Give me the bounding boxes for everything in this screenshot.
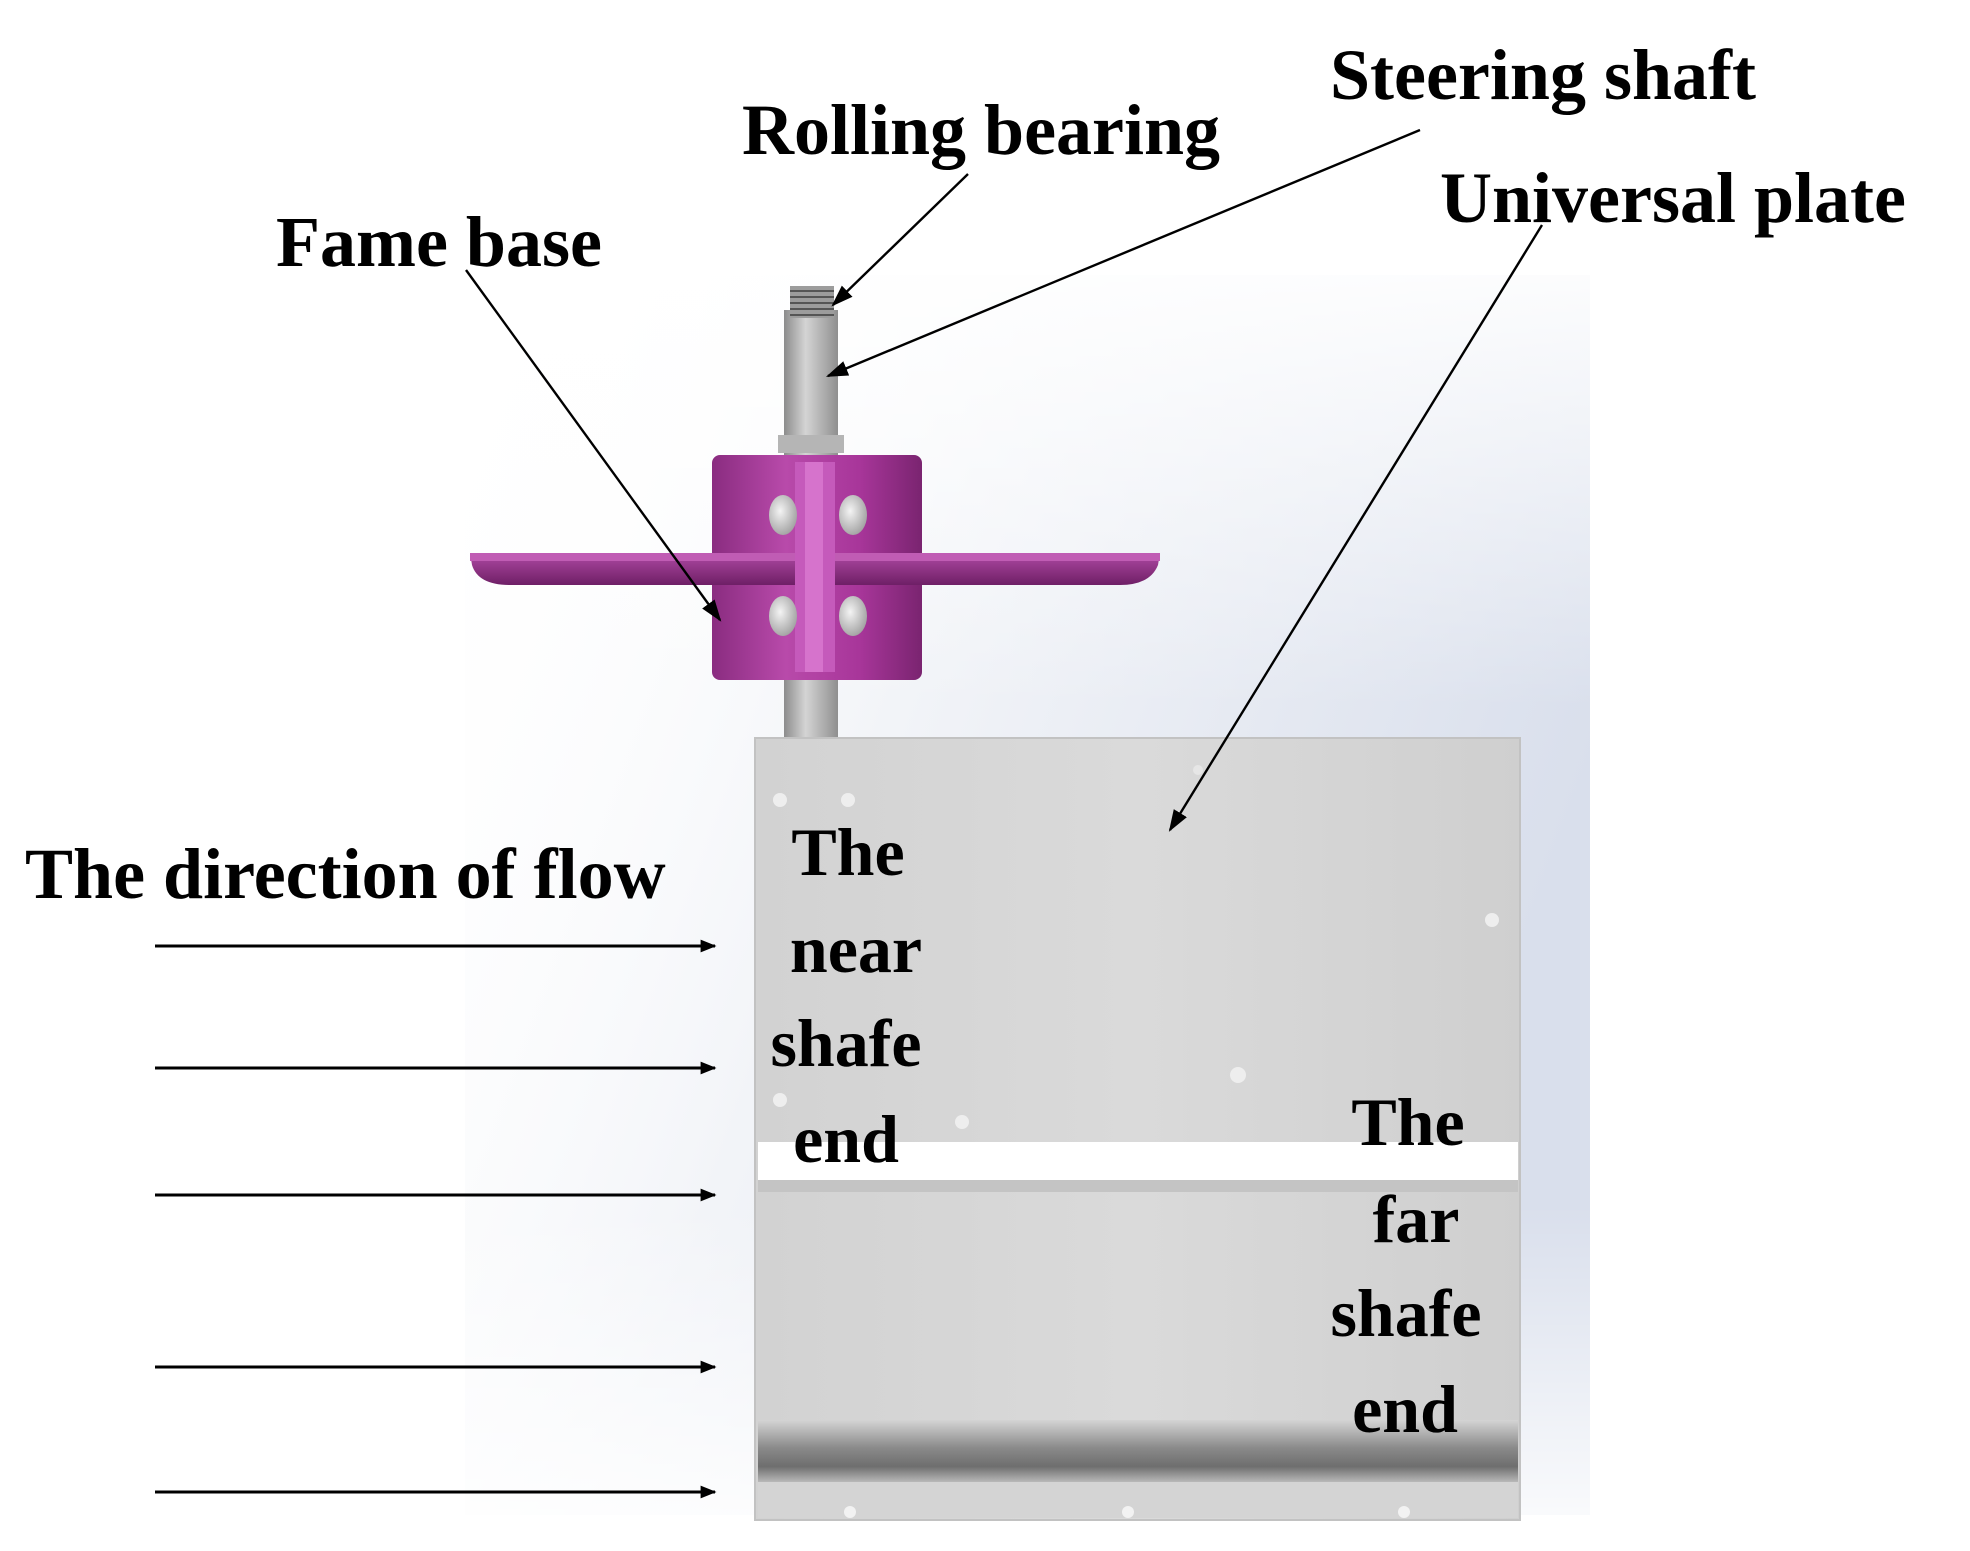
frame-base [470,455,1160,680]
labels: Rolling bearing Steering shaft Universal… [25,35,1906,1447]
flow-arrows [155,939,717,1499]
frame-base-label: Fame base [276,202,602,282]
leader-lines [465,128,1544,832]
steering-shaft-label: Steering shaft [1330,35,1756,115]
near-end-label-line-3: shafe [770,1005,921,1081]
bolt-icon [769,596,797,636]
far-end-label-line-4: end [1352,1371,1458,1447]
bolt-icon [839,596,867,636]
steering-shaft-leader [825,128,1421,378]
universal-plate-leader [1168,224,1544,832]
near-end-label-line-2: near [790,911,922,987]
rolling-bearing-label: Rolling bearing [742,90,1220,170]
universal-plate [754,737,1521,1521]
near-end-label-line-1: The [791,814,904,890]
far-end-label-line-3: shafe [1330,1275,1481,1351]
rolling-bearing-leader [831,173,969,307]
bolt-icon [839,495,867,535]
flow-direction-label: The direction of flow [25,834,666,914]
far-end-label-line-1: The [1351,1084,1464,1160]
rolling-bearing [790,286,834,318]
frame-base-leader [465,269,722,622]
near-end-label-line-4: end [793,1101,899,1177]
universal-plate-label: Universal plate [1440,158,1906,238]
far-end-label-line-2: far [1373,1181,1460,1257]
bolt-icon [769,495,797,535]
